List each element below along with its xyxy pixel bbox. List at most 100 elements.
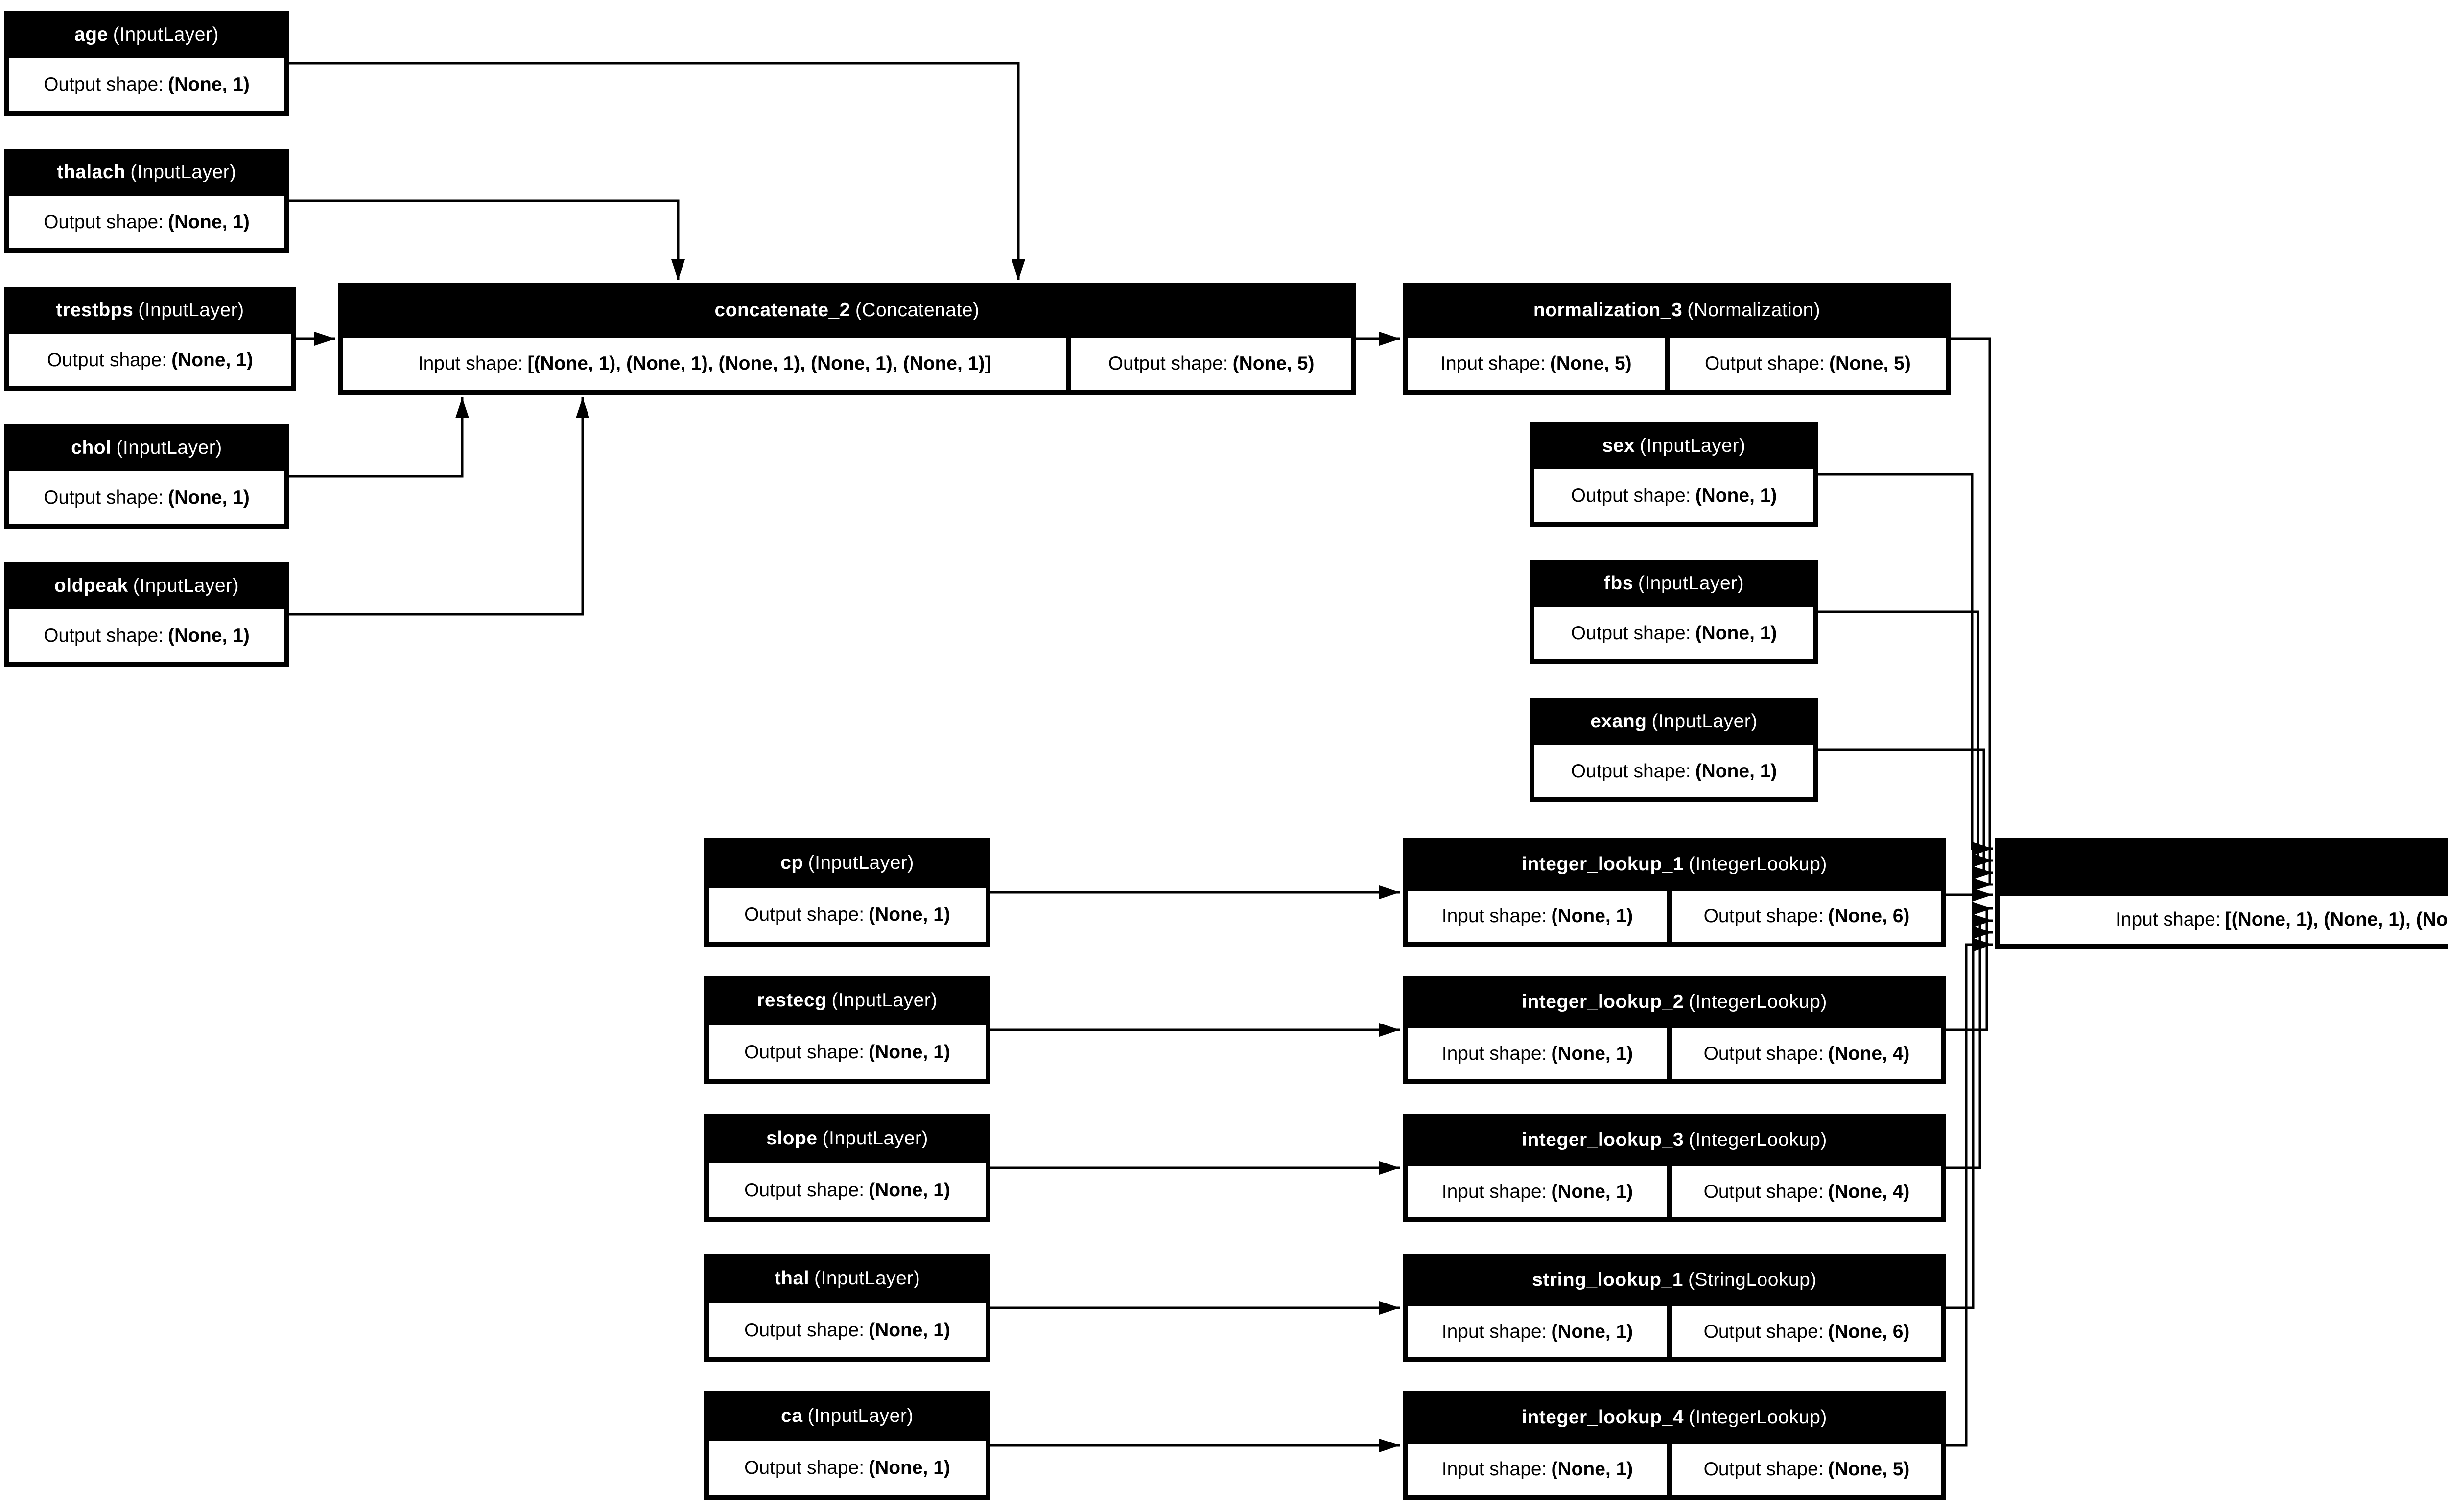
slope-output-shape: Output shape:(None, 1) xyxy=(709,1163,986,1217)
thal-title: thal(InputLayer) xyxy=(774,1268,920,1289)
normalization_3-shape-row: Input shape:(None, 5)Output shape:(None,… xyxy=(1408,338,1946,390)
edge-normalization_3-to-concatenate_3 xyxy=(1951,337,1993,891)
concatenate_3-input-shape: Input shape:[(None, 1), (None, 1), (None… xyxy=(2000,896,2448,944)
slope-node: slope(InputLayer) Output shape:(None, 1) xyxy=(704,1114,990,1222)
integer_lookup_3-title: integer_lookup_3(IntegerLookup) xyxy=(1522,1129,1827,1150)
oldpeak-shape-row: Output shape:(None, 1) xyxy=(9,609,284,662)
chol-node: chol(InputLayer) Output shape:(None, 1) xyxy=(4,424,289,529)
integer_lookup_4-output-shape: Output shape:(None, 5) xyxy=(1672,1444,1941,1495)
integer_lookup_1-output-shape: Output shape:(None, 6) xyxy=(1672,891,1941,942)
concatenate_3-shape-row: Input shape:[(None, 1), (None, 1), (None… xyxy=(2000,896,2448,944)
normalization_3-output-shape: Output shape:(None, 5) xyxy=(1669,338,1946,390)
concatenate_2-input-shape: Input shape:[(None, 1), (None, 1), (None… xyxy=(343,338,1067,390)
fbs-title: fbs(InputLayer) xyxy=(1603,573,1744,594)
concatenate_3-node: concatenate_3(Concatenate)Input shape:[(… xyxy=(1995,838,2448,949)
exang-title: exang(InputLayer) xyxy=(1590,711,1758,732)
integer_lookup_2-node: integer_lookup_2(IntegerLookup) Input sha… xyxy=(1403,976,1946,1084)
edge-fbs-to-concatenate_3 xyxy=(1818,610,1993,867)
ca-output-shape: Output shape:(None, 1) xyxy=(709,1441,986,1495)
string_lookup_1-title: string_lookup_1(StringLookup) xyxy=(1532,1269,1817,1290)
restecg-title: restecg(InputLayer) xyxy=(757,990,938,1011)
fbs-shape-row: Output shape:(None, 1) xyxy=(1534,607,1813,659)
edge-string_lookup_1-to-concatenate_3 xyxy=(1946,926,1993,1309)
thalach-output-shape: Output shape:(None, 1) xyxy=(9,196,284,248)
ca-title: ca(InputLayer) xyxy=(781,1405,914,1426)
string_lookup_1-node: string_lookup_1(StringLookup) Input shape… xyxy=(1403,1254,1946,1362)
integer_lookup_3-output-shape: Output shape:(None, 4) xyxy=(1672,1166,1941,1217)
slope-title: slope(InputLayer) xyxy=(766,1128,928,1149)
integer_lookup_1-input-shape: Input shape:(None, 1) xyxy=(1408,891,1667,942)
integer_lookup_4-input-shape: Input shape:(None, 1) xyxy=(1408,1444,1667,1495)
integer_lookup_1-node: integer_lookup_1(IntegerLookup) Input sha… xyxy=(1403,838,1946,947)
string_lookup_1-shape-row: Input shape:(None, 1)Output shape:(None,… xyxy=(1408,1306,1941,1357)
cp-shape-row: Output shape:(None, 1) xyxy=(709,888,986,942)
trestbps-output-shape: Output shape:(None, 1) xyxy=(9,334,291,386)
integer_lookup_2-shape-row: Input shape:(None, 1)Output shape:(None,… xyxy=(1408,1028,1941,1079)
thal-output-shape: Output shape:(None, 1) xyxy=(709,1303,986,1357)
edge-chol-to-concatenate_2 xyxy=(289,397,469,478)
exang-shape-row: Output shape:(None, 1) xyxy=(1534,745,1813,797)
fbs-node: fbs(InputLayer) Output shape:(None, 1) xyxy=(1530,560,1818,664)
edge-integer_lookup_2-to-concatenate_3 xyxy=(1946,902,1993,1031)
age-node: age(InputLayer) Output shape:(None, 1) xyxy=(4,11,289,116)
integer_lookup_1-title: integer_lookup_1(IntegerLookup) xyxy=(1522,854,1827,875)
sex-shape-row: Output shape:(None, 1) xyxy=(1534,469,1813,522)
cp-output-shape: Output shape:(None, 1) xyxy=(709,888,986,942)
age-output-shape: Output shape:(None, 1) xyxy=(9,58,284,111)
integer_lookup_3-shape-row: Input shape:(None, 1)Output shape:(None,… xyxy=(1408,1166,1941,1217)
integer_lookup_4-node: integer_lookup_4(IntegerLookup) Input sha… xyxy=(1403,1391,1946,1500)
ca-node: ca(InputLayer) Output shape:(None, 1) xyxy=(704,1391,990,1500)
trestbps-node: trestbps(InputLayer) Output shape:(None, … xyxy=(4,287,296,391)
integer_lookup_2-input-shape: Input shape:(None, 1) xyxy=(1408,1028,1667,1079)
sex-output-shape: Output shape:(None, 1) xyxy=(1534,469,1813,522)
concatenate_2-title: concatenate_2(Concatenate) xyxy=(714,300,980,321)
integer_lookup_3-input-shape: Input shape:(None, 1) xyxy=(1408,1166,1667,1217)
integer_lookup_3-node: integer_lookup_3(IntegerLookup) Input sha… xyxy=(1403,1114,1946,1222)
edge-sex-to-concatenate_3 xyxy=(1818,473,1993,856)
normalization_3-node: normalization_3(Normalization) Input shap… xyxy=(1403,283,1951,395)
edge-thalach-to-concatenate_2 xyxy=(289,199,685,280)
edge-oldpeak-to-concatenate_2 xyxy=(289,397,589,616)
sex-node: sex(InputLayer)Output shape:(None, 1) xyxy=(1530,422,1818,527)
trestbps-shape-row: Output shape:(None, 1) xyxy=(9,334,291,386)
edge-age-to-concatenate_2 xyxy=(289,62,1025,280)
cp-node: cp(InputLayer) Output shape:(None, 1) xyxy=(704,838,990,947)
chol-title: chol(InputLayer) xyxy=(71,437,222,458)
integer_lookup_4-title: integer_lookup_4(IntegerLookup) xyxy=(1522,1407,1827,1428)
thalach-node: thalach(InputLayer) Output shape:(None, 1… xyxy=(4,149,289,253)
trestbps-title: trestbps(InputLayer) xyxy=(56,300,244,321)
age-shape-row: Output shape:(None, 1) xyxy=(9,58,284,111)
restecg-output-shape: Output shape:(None, 1) xyxy=(709,1025,986,1079)
fbs-output-shape: Output shape:(None, 1) xyxy=(1534,607,1813,659)
thalach-title: thalach(InputLayer) xyxy=(57,162,236,183)
thal-shape-row: Output shape:(None, 1) xyxy=(709,1303,986,1357)
cp-title: cp(InputLayer) xyxy=(780,852,914,873)
thalach-shape-row: Output shape:(None, 1) xyxy=(9,196,284,248)
integer_lookup_2-output-shape: Output shape:(None, 4) xyxy=(1672,1028,1941,1079)
concatenate_2-shape-row: Input shape:[(None, 1), (None, 1), (None… xyxy=(343,338,1351,390)
chol-output-shape: Output shape:(None, 1) xyxy=(9,471,284,524)
chol-shape-row: Output shape:(None, 1) xyxy=(9,471,284,524)
oldpeak-output-shape: Output shape:(None, 1) xyxy=(9,609,284,662)
normalization_3-title: normalization_3(Normalization) xyxy=(1533,300,1821,321)
integer_lookup_2-title: integer_lookup_2(IntegerLookup) xyxy=(1522,991,1827,1012)
integer_lookup_4-shape-row: Input shape:(None, 1)Output shape:(None,… xyxy=(1408,1444,1941,1495)
age-title: age(InputLayer) xyxy=(74,24,219,45)
slope-shape-row: Output shape:(None, 1) xyxy=(709,1163,986,1217)
restecg-shape-row: Output shape:(None, 1) xyxy=(709,1025,986,1079)
exang-node: exang(InputLayer) Output shape:(None, 1) xyxy=(1530,698,1818,802)
thal-node: thal(InputLayer) Output shape:(None, 1) xyxy=(704,1254,990,1362)
edge-integer_lookup_4-to-concatenate_3 xyxy=(1946,938,1993,1447)
string_lookup_1-output-shape: Output shape:(None, 6) xyxy=(1672,1306,1941,1357)
ca-shape-row: Output shape:(None, 1) xyxy=(709,1441,986,1495)
oldpeak-node: oldpeak(InputLayer)Output shape:(None, 1… xyxy=(4,562,289,667)
concatenate_2-output-shape: Output shape:(None, 5) xyxy=(1071,338,1351,390)
integer_lookup_1-shape-row: Input shape:(None, 1)Output shape:(None,… xyxy=(1408,891,1941,942)
concatenate_3-title: concatenate_3(Concatenate) xyxy=(2000,838,2448,896)
exang-output-shape: Output shape:(None, 1) xyxy=(1534,745,1813,797)
concatenate_2-node: concatenate_2(Concatenate) Input shape:[(… xyxy=(338,283,1356,395)
edge-integer_lookup_3-to-concatenate_3 xyxy=(1946,914,1993,1169)
normalization_3-input-shape: Input shape:(None, 5) xyxy=(1408,338,1665,390)
